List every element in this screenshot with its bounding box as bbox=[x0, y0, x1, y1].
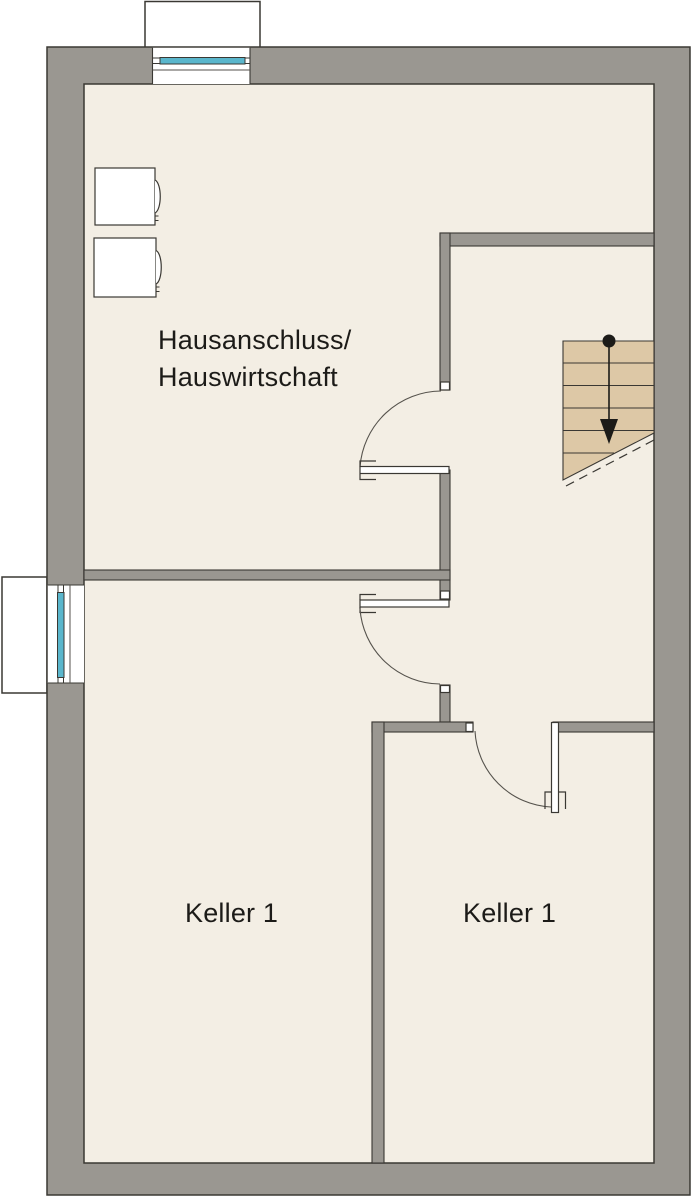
wall-keller-divider bbox=[371, 721, 385, 1164]
appliance-1 bbox=[94, 167, 161, 226]
wall-vertical-upper bbox=[439, 232, 451, 391]
staircase bbox=[562, 334, 655, 487]
window-glazing bbox=[159, 57, 246, 65]
door-hausanschluss bbox=[359, 381, 451, 481]
room-label-line2: Hauswirtschaft bbox=[158, 362, 338, 392]
wall-hall-keller-left-seg bbox=[371, 721, 474, 733]
room-label-line1: Hausanschluss/ bbox=[158, 325, 352, 355]
door-keller-left bbox=[359, 590, 451, 694]
wall-stairhall-top bbox=[439, 232, 655, 247]
stair-direction-arrow-down-icon bbox=[600, 334, 618, 444]
door-keller-right bbox=[465, 721, 567, 814]
floor-area bbox=[84, 84, 654, 1163]
wall-hausanschluss-keller bbox=[83, 569, 451, 581]
room-label-keller-left: Keller 1 bbox=[185, 898, 279, 928]
light-well-left bbox=[1, 576, 48, 694]
appliance-2 bbox=[93, 237, 162, 298]
interior-walls bbox=[83, 232, 655, 1164]
stair-break-line bbox=[565, 439, 655, 487]
outer-wall bbox=[46, 46, 691, 1196]
doors bbox=[359, 381, 567, 814]
appliances bbox=[93, 167, 162, 298]
wall-hall-keller-right-seg bbox=[552, 721, 655, 733]
light-well-top bbox=[144, 0, 261, 49]
room-label-hausanschluss: Hausanschluss/ Hauswirtschaft bbox=[158, 322, 351, 396]
room-label-keller-right: Keller 1 bbox=[463, 898, 557, 928]
window-top bbox=[151, 47, 251, 84]
window-glazing bbox=[57, 592, 65, 678]
window-left bbox=[47, 584, 84, 684]
